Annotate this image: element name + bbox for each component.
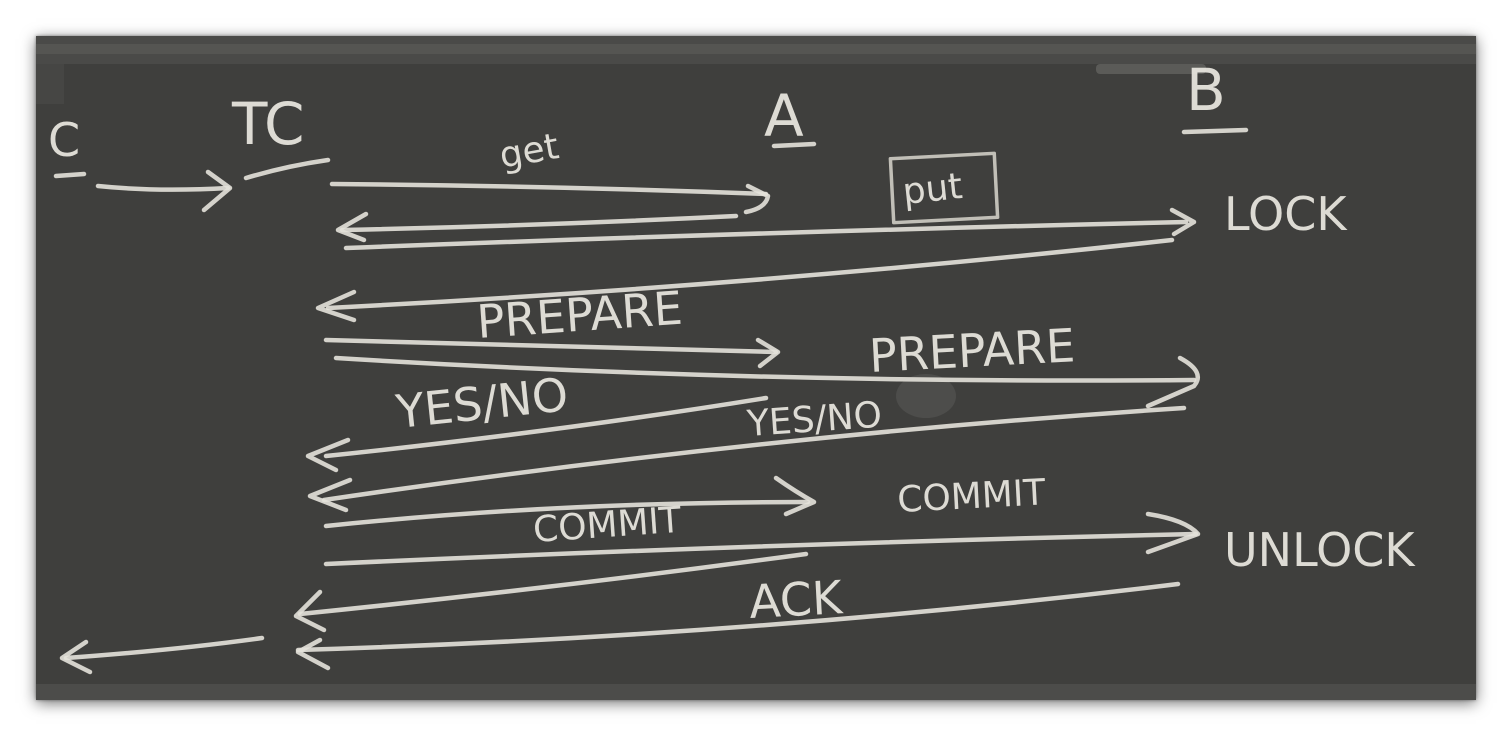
client-to-tc-arrowhead [201, 169, 233, 213]
put-box [888, 151, 1000, 225]
vote-b-arrow [321, 405, 1187, 503]
put-reply-arrowhead [315, 289, 357, 323]
get-label: get [496, 126, 561, 177]
prepare-a-label: PREPARE [475, 281, 684, 349]
put-label: put [901, 166, 965, 213]
get-request-arrow [329, 181, 769, 197]
vote-b-arrowhead [307, 477, 353, 513]
ack-a-arrow [297, 551, 809, 617]
lock-label: LOCK [1224, 187, 1348, 241]
put-request-arrowhead [1169, 207, 1197, 237]
server-b-label: B [1186, 56, 1226, 124]
blackboard-photo: C TC A B get put LOCK PREPARE PREPARE [36, 36, 1476, 700]
chalk-ledge [36, 44, 1476, 54]
vote-a-arrow [323, 395, 769, 459]
prepare-a-arrowhead [755, 337, 781, 369]
commit-b-arrowhead [1145, 511, 1201, 555]
commit-b-label: COMMIT [896, 472, 1047, 521]
unlock-label: UNLOCK [1224, 523, 1416, 577]
prepare-b-label: PREPARE [868, 318, 1077, 383]
eraser-smudge [896, 374, 956, 418]
board-clip [1096, 64, 1206, 74]
vote-a-arrowhead [305, 437, 351, 473]
commit-b-arrow [323, 531, 1199, 567]
commit-a-arrow [323, 499, 811, 529]
tc-to-client-arrowhead [59, 639, 93, 675]
tc-to-client-arrow [63, 635, 265, 661]
get-request-arrowhead [743, 183, 771, 215]
board-left-strip [36, 64, 64, 104]
prepare-b-arrow [333, 355, 1197, 383]
ack-b-arrow [295, 581, 1181, 653]
board-bottom-ledge [36, 684, 1476, 700]
server-b-underline [1181, 127, 1249, 135]
two-phase-commit-diagram: C TC A B get put LOCK PREPARE PREPARE [36, 36, 1476, 700]
prepare-b-arrowhead [1145, 355, 1200, 409]
coordinator-underline [243, 157, 331, 181]
coordinator-label: TC [231, 90, 305, 158]
ack-b-arrowhead [295, 637, 331, 671]
get-reply-arrow [339, 213, 739, 233]
server-a-underline [771, 141, 817, 149]
server-a-label: A [764, 82, 804, 150]
commit-a-arrowhead [773, 475, 817, 517]
get-reply-arrowhead [335, 211, 369, 243]
client-underline [53, 171, 87, 179]
ack-a-arrowhead [293, 589, 327, 633]
put-reply-arrow [325, 237, 1175, 311]
client-to-tc-arrow [95, 183, 231, 192]
client-label: C [48, 113, 80, 167]
put-request-arrow [343, 219, 1189, 251]
prepare-a-arrow [323, 337, 779, 355]
